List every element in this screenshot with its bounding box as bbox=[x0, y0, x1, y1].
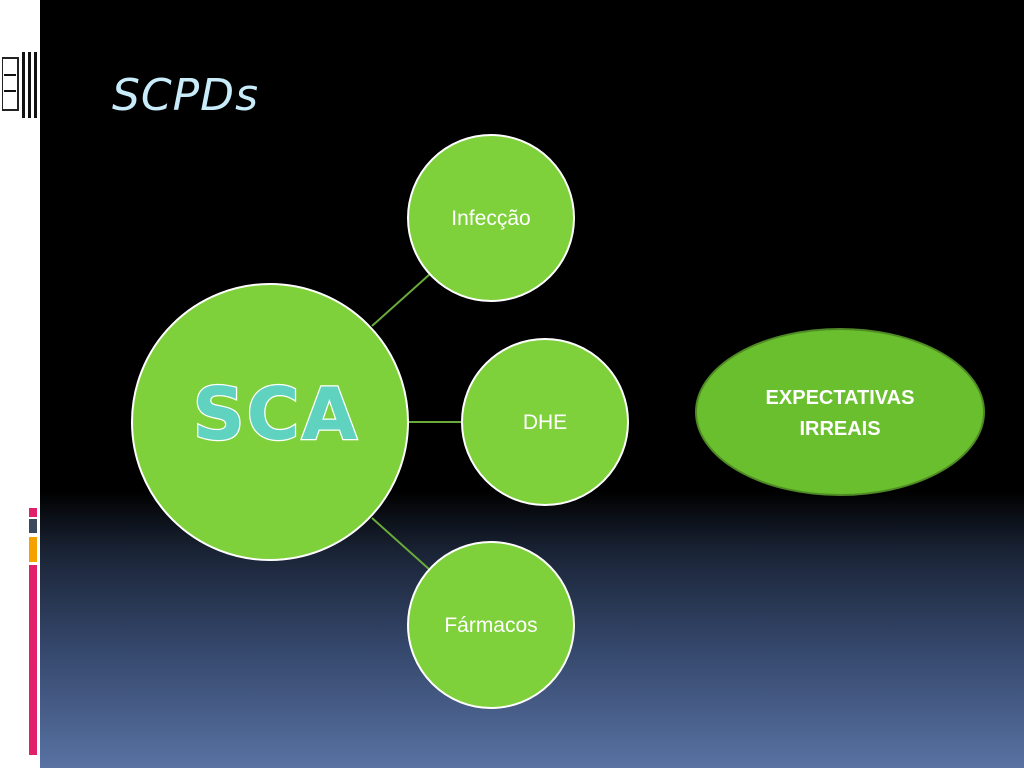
callout-line-2: IRREAIS bbox=[799, 418, 880, 440]
branch-node-infeccao: Infecção bbox=[407, 134, 575, 302]
gray-stripe bbox=[29, 519, 37, 533]
branch-node-label: DHE bbox=[523, 411, 567, 434]
callout-oval: EXPECTATIVAS IRREAIS bbox=[695, 328, 985, 496]
connector-infeccao bbox=[371, 273, 431, 327]
center-node-label: SCA bbox=[193, 372, 359, 456]
branch-node-dhe: DHE bbox=[461, 338, 629, 506]
connector-farmacos bbox=[371, 517, 431, 571]
left-margin-bar bbox=[0, 0, 40, 768]
window-icon bbox=[1, 52, 38, 118]
orange-stripe bbox=[29, 537, 37, 562]
pink-stripe-long bbox=[29, 565, 37, 755]
slide-title: SCPDs bbox=[112, 70, 259, 121]
pink-stripe-small bbox=[29, 508, 37, 517]
branch-node-farmacos: Fármacos bbox=[407, 541, 575, 709]
callout-line-1: EXPECTATIVAS bbox=[766, 387, 915, 409]
branch-node-label: Infecção bbox=[451, 207, 530, 230]
center-node: SCA bbox=[131, 283, 409, 561]
branch-node-label: Fármacos bbox=[444, 614, 537, 637]
